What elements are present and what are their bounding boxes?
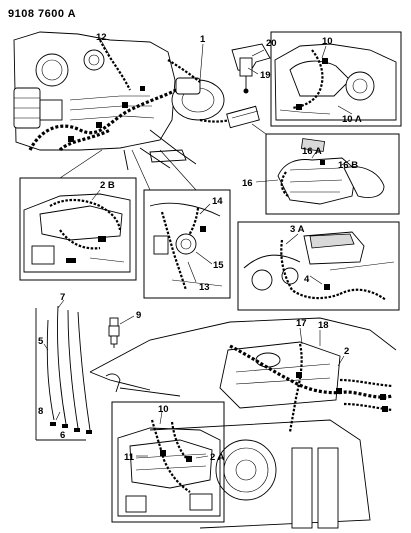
callout-7: 7 [60,292,65,303]
detail-box-10-11 [111,401,225,523]
callout-12: 12 [96,32,107,43]
callout-2: 2 [344,346,349,357]
callout-19: 19 [260,70,271,81]
wire-set-5-8 [35,305,92,441]
callout-14: 14 [212,196,223,207]
callout-4: 4 [304,274,310,285]
callout-2a: 2 A [210,452,225,463]
callout-16a: 16 A [302,146,322,157]
callout-17: 17 [296,318,307,329]
callout-10-bottom: 10 [158,404,169,415]
spark-plug-part-9 [108,317,120,348]
callout-10a: 10 A [342,114,362,125]
detail-box-2b [19,177,137,281]
callout-11: 11 [124,452,135,463]
detail-box-10 [270,31,402,127]
callout-8: 8 [38,406,43,417]
callout-6: 6 [60,430,65,441]
callout-18: 18 [318,320,329,331]
callout-15: 15 [213,260,224,271]
callout-5: 5 [38,336,44,347]
vehicle-engine-bay [89,317,397,529]
detail-box-16 [265,133,400,215]
callout-16b: 16 B [338,160,358,171]
detail-box-14 [143,189,231,299]
callout-2b: 2 B [100,180,115,191]
callout-9: 9 [136,310,141,321]
callout-1: 1 [200,34,206,45]
callout-10-top: 10 [322,36,333,47]
engine-assembly-main [13,31,260,171]
callout-13: 13 [199,282,210,293]
bracket-part-20 [231,43,271,94]
detail-box-3a [237,221,400,311]
diagram-code: 9108 7600 A [8,8,77,20]
callout-3a: 3 A [290,224,305,235]
callout-16: 16 [242,178,253,189]
callout-20: 20 [266,38,277,49]
